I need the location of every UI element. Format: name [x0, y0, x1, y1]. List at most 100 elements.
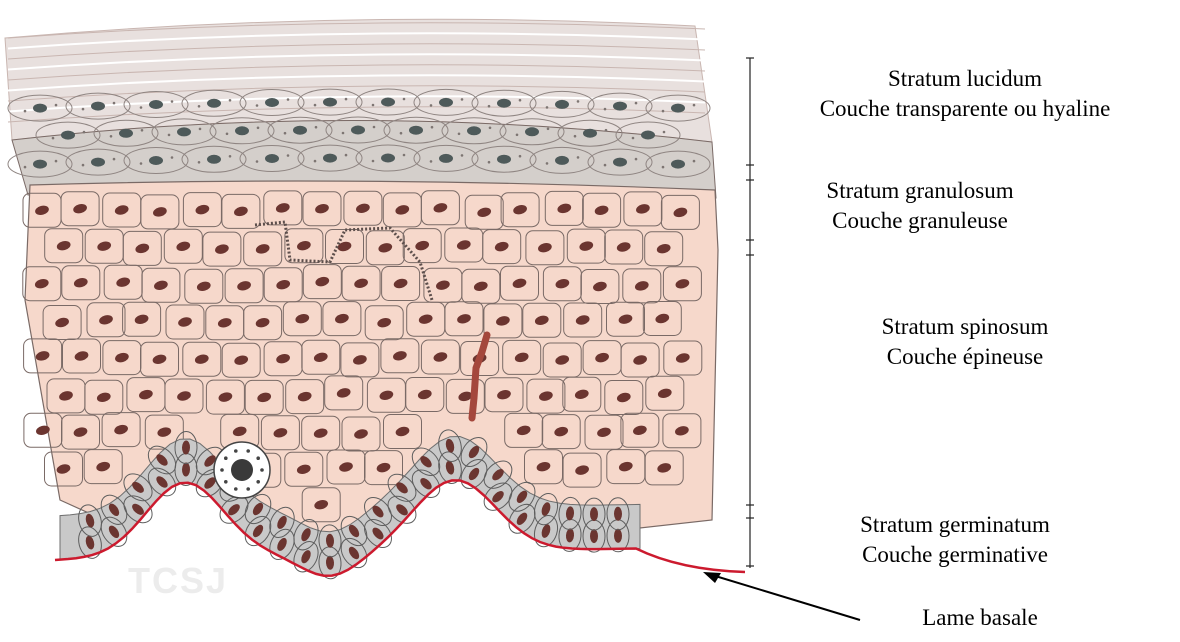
keratohyalin-granule: [315, 126, 318, 129]
keratohyalin-granule: [605, 129, 608, 132]
keratohyalin-granule: [24, 110, 27, 113]
keratohyalin-granule: [458, 133, 461, 136]
keratohyalin-granule: [663, 131, 666, 134]
keratohyalin-granule: [400, 132, 403, 135]
label-lame-basale: Lame basale: [875, 603, 1085, 633]
granulosum-nucleus: [33, 160, 47, 169]
granulosum-nucleus: [265, 154, 279, 163]
keratohyalin-granule: [113, 102, 116, 105]
granulosum-nucleus: [61, 131, 75, 140]
keratohyalin-granule: [519, 99, 522, 102]
keratohyalin-granule: [314, 104, 317, 107]
keratohyalin-granule: [604, 164, 607, 167]
keratohyalin-granule: [372, 104, 375, 107]
keratohyalin-granule: [171, 100, 174, 103]
granulosum-nucleus: [149, 156, 163, 165]
keratohyalin-granule: [489, 127, 492, 130]
keratohyalin-granule: [314, 160, 317, 163]
keratohyalin-granule: [226, 133, 229, 136]
round-cell-granule: [224, 456, 228, 460]
spinosum-layer: [23, 181, 718, 534]
granulosum-nucleus: [323, 98, 337, 107]
granulosum-nucleus: [149, 100, 163, 109]
keratohyalin-granule: [141, 129, 144, 132]
granulosum-nucleus: [207, 155, 221, 164]
granulosum-nucleus: [671, 104, 685, 113]
granulosum-nucleus: [235, 126, 249, 135]
granulosum-nucleus: [381, 154, 395, 163]
keratohyalin-granule: [198, 161, 201, 164]
label-spinosum-french: Couche épineuse: [820, 342, 1110, 372]
round-cell-nucleus: [231, 459, 253, 481]
keratohyalin-granule: [83, 131, 86, 134]
label-lucidum-french: Couche transparente ou hyaline: [750, 94, 1180, 124]
keratohyalin-granule: [345, 98, 348, 101]
label-stratum-spinosum: Stratum spinosum Couche épineuse: [820, 312, 1110, 372]
granulosum-nucleus: [91, 102, 105, 111]
keratohyalin-granule: [284, 132, 287, 135]
keratohyalin-granule: [287, 98, 290, 101]
round-cell-granule: [246, 449, 250, 453]
layer-scale-bar: [746, 58, 754, 568]
granulosum-nucleus: [613, 102, 627, 111]
keratohyalin-granule: [403, 154, 406, 157]
granulosum-nucleus: [323, 154, 337, 163]
keratohyalin-granule: [431, 126, 434, 129]
granulosum-nucleus: [641, 131, 655, 140]
keratohyalin-granule: [110, 135, 113, 138]
keratohyalin-granule: [82, 164, 85, 167]
label-spinosum-latin: Stratum spinosum: [820, 312, 1110, 342]
round-cell-granule: [234, 449, 238, 453]
round-cell-granule: [246, 487, 250, 491]
granulosum-nucleus: [381, 98, 395, 107]
round-cell-granule: [234, 487, 238, 491]
spinosum-tissue: [25, 181, 718, 534]
keratohyalin-granule: [24, 166, 27, 169]
granulosum-nucleus: [33, 104, 47, 113]
granulosum-nucleus: [439, 98, 453, 107]
keratohyalin-granule: [257, 127, 260, 130]
granulosum-nucleus: [467, 126, 481, 135]
keratohyalin-granule: [577, 100, 580, 103]
label-stratum-granulosum: Stratum granulosum Couche granuleuse: [770, 176, 1070, 236]
granulosum-nucleus: [293, 126, 307, 135]
keratohyalin-granule: [632, 137, 635, 140]
watermark-text: TCSJ: [128, 560, 228, 602]
granulosum-nucleus: [409, 126, 423, 135]
arrow-head: [703, 572, 721, 583]
granulosum-nucleus: [613, 158, 627, 167]
granulosum-nucleus: [439, 154, 453, 163]
basal-membrane-arrow: [703, 572, 860, 620]
keratohyalin-granule: [171, 156, 174, 159]
granulosum-nucleus: [525, 127, 539, 136]
keratohyalin-granule: [403, 98, 406, 101]
keratohyalin-granule: [372, 160, 375, 163]
keratohyalin-granule: [662, 166, 665, 169]
keratohyalin-granule: [604, 108, 607, 111]
round-cell-granule: [256, 456, 260, 460]
keratohyalin-granule: [635, 158, 638, 161]
keratohyalin-granule: [52, 137, 55, 140]
keratohyalin-granule: [140, 106, 143, 109]
granulosum-nucleus: [583, 129, 597, 138]
keratohyalin-granule: [82, 108, 85, 111]
granulosum-nucleus: [555, 156, 569, 165]
round-cell-granule: [260, 468, 264, 472]
keratohyalin-granule: [635, 102, 638, 105]
keratohyalin-granule: [373, 126, 376, 129]
keratohyalin-granule: [693, 104, 696, 107]
keratohyalin-granule: [662, 110, 665, 113]
keratohyalin-granule: [574, 135, 577, 138]
keratohyalin-granule: [519, 155, 522, 158]
label-germinatum-latin: Stratum germinatum: [810, 510, 1100, 540]
granulosum-nucleus: [119, 129, 133, 138]
keratohyalin-granule: [693, 160, 696, 163]
granulosum-nucleus: [497, 155, 511, 164]
keratohyalin-granule: [55, 104, 58, 107]
granulosum-nucleus: [91, 158, 105, 167]
granulosum-nucleus: [265, 98, 279, 107]
round-cell-granule: [220, 468, 224, 472]
keratohyalin-granule: [461, 98, 464, 101]
keratohyalin-granule: [488, 105, 491, 108]
